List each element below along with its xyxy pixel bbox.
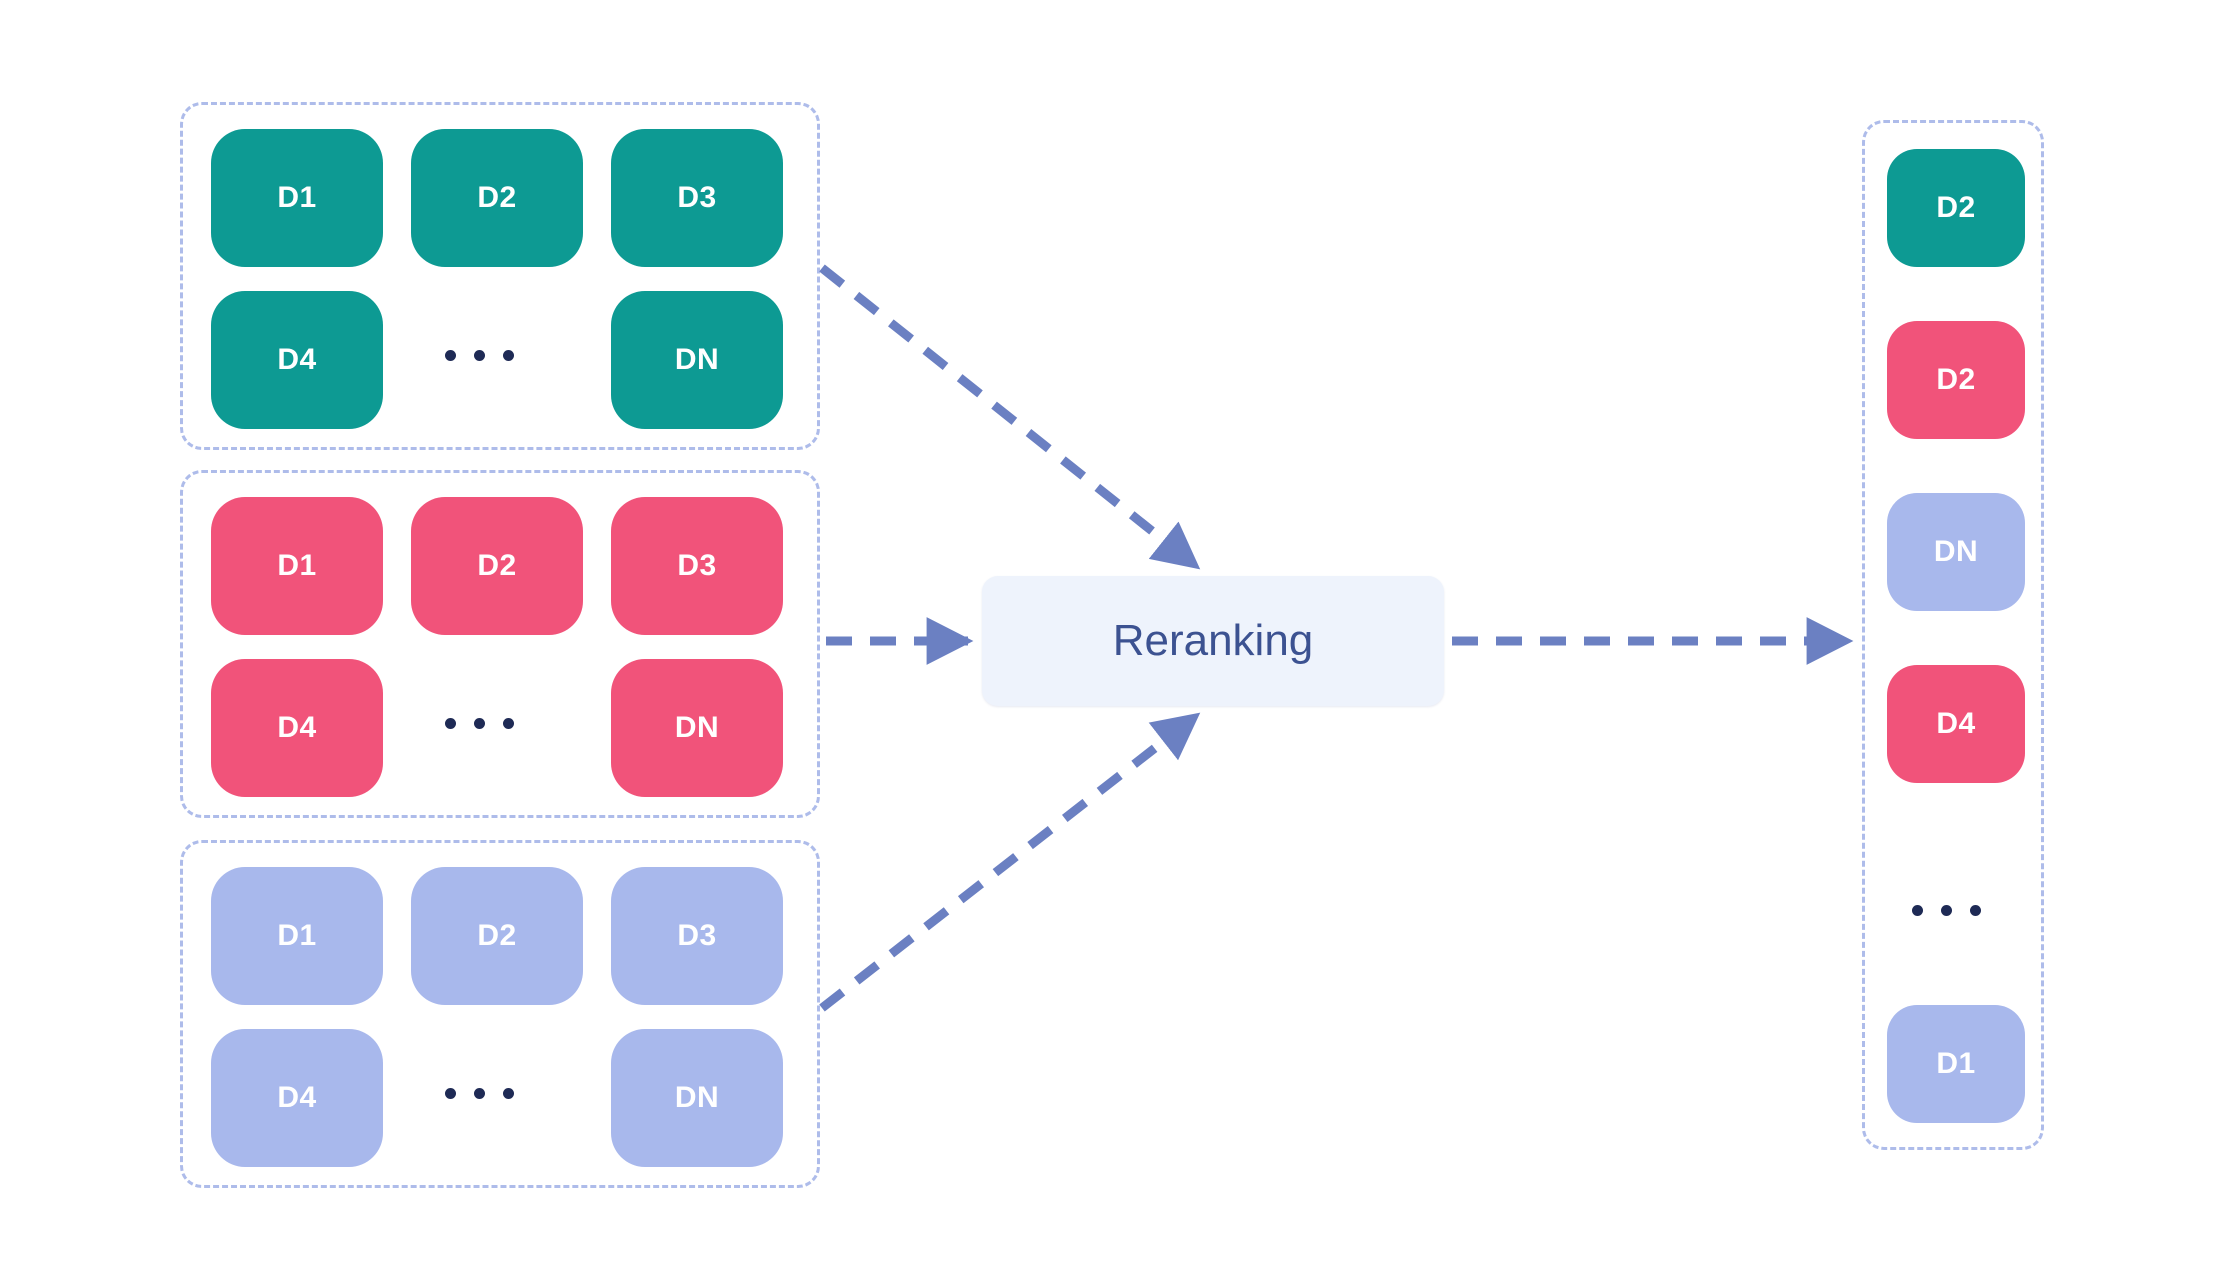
document-pill-label: D4 [277, 1081, 317, 1114]
reranked-result-list-container: D2 D2 DN D4 D1 [1862, 120, 2044, 1150]
dot-icon [1941, 905, 1952, 916]
document-pill[interactable]: D4 [1887, 665, 2025, 783]
document-pill-label: D4 [277, 343, 317, 376]
document-pill-label: DN [674, 1081, 720, 1114]
document-pill-label: D2 [477, 181, 517, 214]
document-pill[interactable]: D3 [611, 497, 783, 635]
document-pill[interactable]: D3 [611, 129, 783, 267]
dot-icon [474, 718, 485, 729]
document-pill-label: D3 [677, 181, 717, 214]
document-pill[interactable]: D4 [211, 1029, 383, 1167]
arrow-group1-to-reranking [819, 264, 1201, 570]
dot-icon [445, 1088, 456, 1099]
document-pill[interactable]: D2 [411, 129, 583, 267]
document-pill[interactable]: DN [611, 659, 783, 797]
document-pill[interactable]: D4 [211, 659, 383, 797]
arrow-group3-to-reranking [819, 712, 1201, 1012]
document-pill-label: DN [674, 711, 720, 744]
ellipsis-icon [445, 718, 514, 729]
document-pill-label: D1 [277, 549, 317, 582]
document-pill-label: DN [674, 343, 720, 376]
document-pill-label: D2 [1936, 363, 1976, 396]
document-pill[interactable]: DN [1887, 493, 2025, 611]
document-pill[interactable]: DN [611, 1029, 783, 1167]
dot-icon [445, 350, 456, 361]
dot-icon [474, 1088, 485, 1099]
document-pill-label: D2 [477, 919, 517, 952]
dot-icon [1970, 905, 1981, 916]
document-pill[interactable]: D1 [211, 129, 383, 267]
document-pill-label: DN [1933, 535, 1979, 568]
document-pill[interactable]: D2 [411, 867, 583, 1005]
dot-icon [445, 718, 456, 729]
document-pill[interactable]: D1 [1887, 1005, 2025, 1123]
dot-icon [1912, 905, 1923, 916]
retriever-result-set-1-container: D1 D2 D3 D4 DN [180, 102, 820, 450]
document-pill-label: D3 [677, 919, 717, 952]
document-pill-label: D4 [277, 711, 317, 744]
document-pill[interactable]: DN [611, 291, 783, 429]
dot-icon [503, 718, 514, 729]
document-pill-label: D2 [1936, 191, 1976, 224]
document-pill-label: D1 [1936, 1047, 1976, 1080]
reranking-node-label: Reranking [1112, 616, 1314, 665]
dot-icon [474, 350, 485, 361]
ellipsis-icon [1912, 905, 1981, 916]
document-pill-label: D3 [677, 549, 717, 582]
document-pill-label: D2 [477, 549, 517, 582]
document-pill[interactable]: D2 [411, 497, 583, 635]
document-pill[interactable]: D3 [611, 867, 783, 1005]
reranking-node[interactable]: Reranking [982, 576, 1444, 706]
document-pill-label: D4 [1936, 707, 1976, 740]
document-pill[interactable]: D1 [211, 497, 383, 635]
document-pill[interactable]: D2 [1887, 149, 2025, 267]
document-pill-label: D1 [277, 181, 317, 214]
document-pill[interactable]: D1 [211, 867, 383, 1005]
retriever-result-set-3-container: D1 D2 D3 D4 DN [180, 840, 820, 1188]
ellipsis-icon [445, 1088, 514, 1099]
dot-icon [503, 1088, 514, 1099]
dot-icon [503, 350, 514, 361]
document-pill-label: D1 [277, 919, 317, 952]
document-pill[interactable]: D2 [1887, 321, 2025, 439]
retriever-result-set-2-container: D1 D2 D3 D4 DN [180, 470, 820, 818]
document-pill[interactable]: D4 [211, 291, 383, 429]
ellipsis-icon [445, 350, 514, 361]
